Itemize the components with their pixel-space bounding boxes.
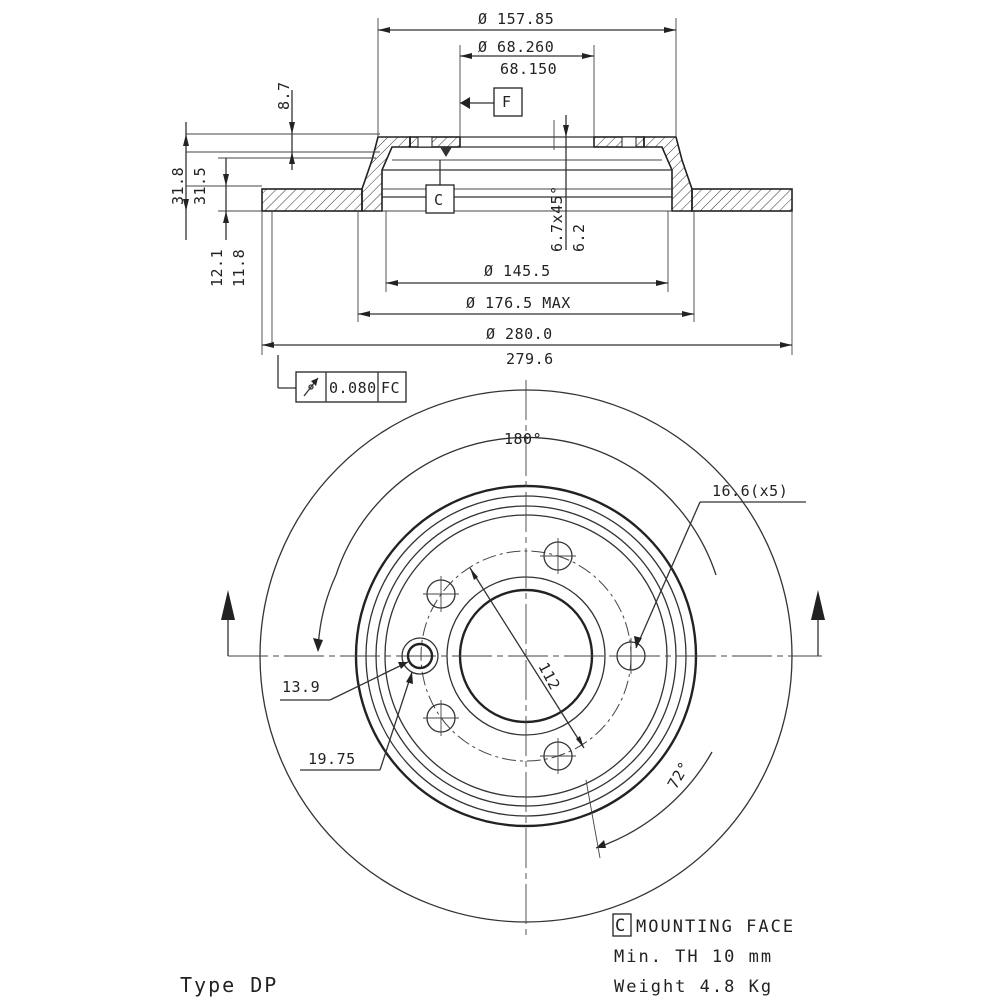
bolt-holes-label: 16.6(x5) [712, 482, 788, 500]
dim-chamfer-depth: 6.2 [570, 223, 588, 252]
bolt-hole [423, 700, 459, 736]
dim-total-height-lower: 31.5 [191, 167, 209, 205]
angle-top: 180° [504, 430, 542, 448]
hat-top-left [409, 136, 461, 148]
hat-wall-left [361, 136, 411, 212]
dim-thickness-lower: 11.8 [230, 249, 248, 287]
pilot-hole-outer-label: 19.75 [308, 750, 356, 768]
dim-disc-diameter-lower: 279.6 [506, 350, 554, 368]
pilot-hole-label: 13.9 [282, 678, 320, 696]
dim-hat-height: 8.7 [275, 81, 293, 110]
dim-hub-max-diameter: Ø 176.5 MAX [466, 294, 571, 312]
cross-section-view: Ø 157.85 Ø 68.260 68.150 F 8.7 31.8 31.5… [169, 10, 793, 403]
min-thickness: Min. TH 10 mm [614, 947, 773, 967]
dim-bore-upper: Ø 68.260 [478, 38, 554, 56]
datum-c-label: C [434, 191, 444, 209]
friction-ring-right [691, 188, 793, 212]
dim-disc-diameter-upper: Ø 280.0 [486, 325, 553, 343]
dim-hat-outer-diameter: Ø 157.85 [478, 10, 554, 28]
datum-c-box [425, 184, 455, 214]
runout-tolerance-value: 0.080 [329, 379, 377, 397]
bolt-hole [423, 576, 459, 612]
face-view: 180° 16.6(x5) 112 72° 13.9 19.75 [221, 380, 825, 935]
dim-total-height-upper: 31.8 [169, 167, 187, 205]
weight: Weight 4.8 Kg [614, 977, 773, 997]
bolt-hole [540, 738, 576, 774]
runout-tolerance-datum: FC [381, 379, 400, 397]
dim-thickness-upper: 12.1 [208, 249, 226, 287]
angle-bottom: 72° [664, 758, 694, 792]
notes: C MOUNTING FACE Min. TH 10 mm Weight 4.8… [180, 913, 795, 997]
runout-icon [303, 377, 319, 397]
dim-bore-lower: 68.150 [500, 60, 557, 78]
runout-tolerance-frame: 0.080 FC [295, 371, 407, 403]
mounting-face-box [612, 913, 632, 937]
hat-wall-right [643, 136, 693, 212]
pilot-hole [401, 637, 439, 675]
hat-top-right [593, 136, 645, 148]
mounting-box-label: C [615, 916, 627, 936]
mounting-face-label: MOUNTING FACE [636, 917, 795, 937]
friction-ring-left [261, 188, 363, 212]
bolt-hole [613, 638, 649, 674]
bolt-hole [540, 538, 576, 574]
dim-chamfer: 6.7x45° [548, 185, 566, 252]
section-arrow-left-icon [221, 590, 235, 620]
dim-inner-diameter: Ø 145.5 [484, 262, 551, 280]
datum-f-box [493, 87, 523, 117]
section-arrow-right-icon [811, 590, 825, 620]
datum-f-label: F [502, 93, 512, 111]
type-label: Type DP [180, 973, 278, 997]
